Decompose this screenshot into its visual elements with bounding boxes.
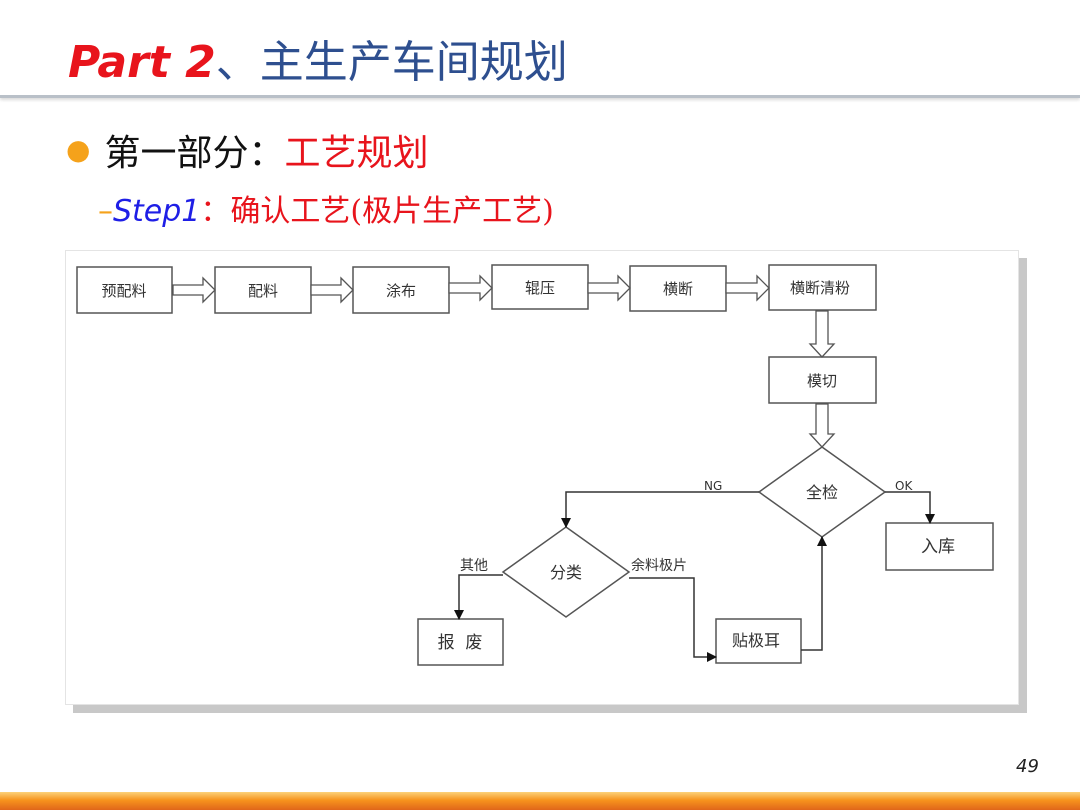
box-label: 横断: [663, 280, 693, 298]
bullet-dot-icon: ●: [66, 133, 91, 166]
decision-label: 分类: [550, 563, 582, 582]
box-label: 报 废: [438, 633, 483, 653]
box-label: 配料: [248, 282, 278, 300]
box-label: 预配料: [101, 282, 146, 300]
decision-label: 全检: [806, 483, 838, 502]
edge-remnant: [629, 577, 717, 662]
edge-label-other: 其他: [460, 558, 488, 574]
box-storage: [885, 522, 994, 571]
box-label: 涂布: [386, 282, 416, 300]
edge-label-ng: NG: [704, 479, 722, 493]
edge-label-remnant: 余料极片: [631, 557, 687, 574]
box-label: 辊压: [525, 279, 555, 297]
bottom-bar: [0, 792, 1080, 810]
title-band: [0, 0, 1080, 98]
box-pre-mix: [76, 266, 173, 314]
hollow-arrow-icon: [725, 274, 770, 302]
hollow-arrow-icon: [310, 276, 354, 304]
box-coat: [352, 266, 450, 314]
box-cut: [629, 265, 727, 312]
step-text: ：确认工艺(极片生产工艺): [200, 194, 554, 229]
hollow-arrow-icon: [808, 403, 836, 448]
bullet-line: ● 第一部分：工艺规划: [66, 124, 428, 176]
hollow-arrow-icon: [448, 274, 493, 302]
box-cut-clean: [768, 264, 877, 311]
box-tab-weld: [715, 618, 802, 664]
bullet-label: 第一部分：: [104, 133, 285, 174]
edge-label-ok: OK: [895, 479, 913, 493]
page-number: 49: [1016, 756, 1039, 777]
box-label: 入库: [921, 537, 955, 557]
title-rest: 、主生产车间规划: [215, 37, 568, 88]
box-label: 横断清粉: [790, 279, 850, 297]
step-dash: –: [98, 194, 113, 229]
step-line: –Step1：确认工艺(极片生产工艺): [98, 186, 554, 230]
edge-weld-back: [801, 536, 827, 651]
slide-title: Part 2、主生产车间规划: [68, 26, 568, 90]
box-label: 模切: [807, 372, 837, 390]
step-label: Step1: [113, 194, 201, 229]
hollow-arrow-icon: [172, 276, 216, 304]
box-label: 贴极耳: [732, 631, 780, 650]
title-part: Part 2: [68, 37, 216, 88]
edge-ng: [561, 491, 759, 528]
box-scrap: [417, 618, 504, 666]
edge-other: [454, 574, 503, 620]
decision-classify: [501, 526, 631, 618]
hollow-arrow-icon: [808, 310, 836, 358]
hollow-arrows: [172, 274, 836, 448]
hollow-arrow-icon: [587, 274, 631, 302]
edge-ok: [885, 491, 935, 524]
bullet-highlight: 工艺规划: [284, 133, 429, 174]
